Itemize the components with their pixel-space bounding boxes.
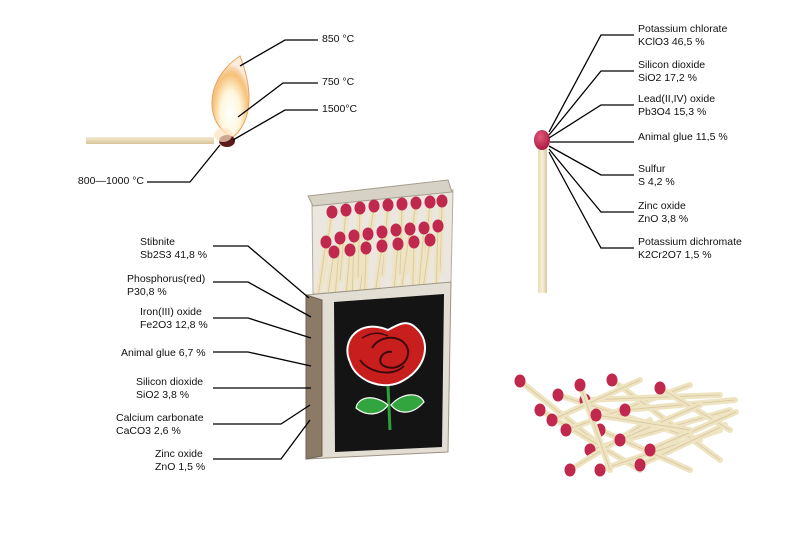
flame (211, 55, 250, 139)
head-label-silicon-dioxide: Silicon dioxide SiO2 17,2 % (638, 59, 705, 85)
flame-label-1500: 1500°C (322, 103, 358, 115)
head-label-detail: S 4,2 % (638, 176, 675, 188)
strip-label-name: Silicon dioxide (136, 376, 204, 388)
strip-label-detail: Fe2O3 12,8 % (140, 319, 208, 331)
head-label-zinc-oxide: Zinc oxide ZnO 3,8 % (638, 200, 688, 226)
burning-match-stick (86, 137, 214, 144)
pile-match (590, 408, 693, 433)
strip-leaders (213, 245, 312, 460)
flame-leaders (147, 39, 318, 183)
tray-match (354, 201, 366, 281)
pile-match (546, 377, 643, 427)
head-label-lead-oxide: Lead(II,IV) oxide Pb3O4 15,3 % (638, 93, 715, 119)
pile-match (634, 422, 728, 472)
strip-label-name: Phosphorus(red) (127, 273, 206, 285)
match-pile (514, 373, 739, 477)
strip-label-calcium-carbonate: Calcium carbonate CaCO3 2,6 % (116, 412, 204, 438)
strip-label-iron-oxide: Iron(III) oxide Fe2O3 12,8 % (140, 306, 208, 332)
tray-match (436, 194, 448, 274)
flame-label-750: 750 °C (322, 76, 355, 88)
head-label-name: Zinc oxide (638, 200, 686, 212)
flame-label-850: 850 °C (322, 33, 355, 45)
strip-label-detail: ZnO 1,5 % (155, 461, 206, 473)
strip-label-animal-glue: Animal glue 6,7 % (121, 347, 206, 360)
strip-label-detail: P30,8 % (127, 286, 167, 298)
head-label-detail: K2Cr2O7 1,5 % (638, 249, 712, 261)
pile-match (564, 417, 653, 477)
head-label-sulfur: Sulfur S 4,2 % (638, 163, 675, 189)
head-label-detail: Pb3O4 15,3 % (638, 106, 707, 118)
pile-match (574, 378, 613, 473)
head-label-name: Silicon dioxide (638, 59, 706, 71)
head-label-potassium-dichromate: Potassium dichromate K2Cr2O7 1,5 % (638, 236, 742, 262)
head-label-name: Potassium dichromate (638, 236, 742, 248)
strip-label-name: Stibnite (140, 236, 176, 248)
strip-label-name: Zinc oxide (155, 448, 203, 460)
head-leaders (548, 34, 634, 249)
strip-label-name: Iron(III) oxide (140, 306, 202, 318)
head-label-name: Potassium chlorate (638, 23, 728, 35)
strip-label-zinc-oxide: Zinc oxide ZnO 1,5 % (155, 448, 205, 474)
pile-match (644, 409, 739, 457)
head-label-animal-glue: Animal glue 11,5 % (638, 131, 728, 144)
head-label-potassium-chlorate: Potassium chlorate KClO3 46,5 % (638, 23, 727, 49)
burning-match (86, 55, 250, 147)
strip-label-detail: SiO2 3,8 % (136, 389, 190, 401)
strip-label-name: Calcium carbonate (116, 412, 204, 424)
head-label-name: Lead(II,IV) oxide (638, 93, 716, 105)
strip-label-detail: Sb2S3 41,8 % (140, 249, 208, 261)
strip-label-phosphorus: Phosphorus(red) P30,8 % (127, 273, 205, 299)
striking-strip (305, 294, 323, 460)
standing-match-head (534, 130, 550, 150)
standing-match (534, 130, 550, 293)
head-label-name: Sulfur (638, 163, 666, 175)
tray-match (379, 198, 394, 278)
rose-icon (346, 322, 426, 431)
flame-label-800-1000: 800—1000 °C (77, 175, 144, 187)
matchbox (305, 179, 454, 460)
strip-label-stibnite: Stibnite Sb2S3 41,8 % (140, 236, 207, 262)
head-label-detail: SiO2 17,2 % (638, 72, 697, 84)
standing-match-stick (538, 147, 547, 293)
head-label-detail: KClO3 46,5 % (638, 36, 705, 48)
tray-match (337, 203, 352, 283)
pile-match (619, 397, 738, 417)
pile-match (514, 374, 603, 448)
strip-label-silicon-dioxide: Silicon dioxide SiO2 3,8 % (136, 376, 203, 402)
head-label-detail: ZnO 3,8 % (638, 213, 689, 225)
strip-label-name: Animal glue 6,7 % (121, 347, 206, 359)
strip-label-detail: CaCO3 2,6 % (116, 425, 181, 437)
head-label-name: Animal glue 11,5 % (638, 131, 728, 143)
